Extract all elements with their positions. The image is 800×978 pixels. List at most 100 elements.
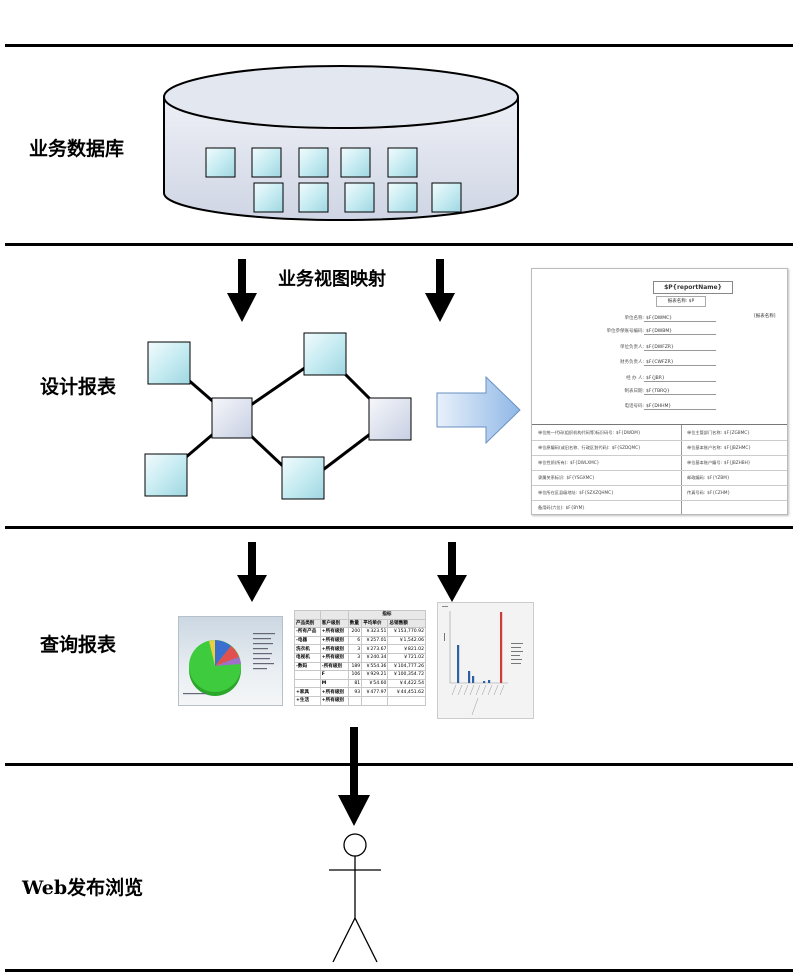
pivot-cell: +所有级别 (320, 688, 348, 697)
pivot-cell: ￥54.60 (362, 679, 388, 688)
pivot-cell: M (320, 679, 348, 688)
grid-cell-left: 单位所在区县级地址:$F{SZXZQHMC} (538, 490, 614, 496)
pivot-cell: +生活 (295, 696, 321, 705)
pivot-cell: +所有级别 (320, 628, 348, 637)
pivot-cell: F (320, 671, 348, 680)
grid-cell-value: $F{YZBM} (707, 475, 729, 480)
grid-row-line (532, 470, 787, 471)
report-form-row: 单位参保账号编码:$F{DWBM} (584, 328, 716, 335)
report-title: $P{reportName} (653, 281, 733, 294)
pivot-cell: 6 (348, 636, 362, 645)
pivot-cell: 200 (348, 628, 362, 637)
grid-cell-right: 单位基本账户名称:$F{JBZHMC} (687, 445, 751, 451)
report-form-row: 制表日期:$F{TBRQ} (584, 388, 716, 395)
pivot-cell: ￥1,542.06 (388, 636, 426, 645)
down-arrow-icon (227, 259, 257, 322)
pivot-cell: ￥240.34 (362, 653, 388, 662)
grid-cell-label: 单位所在区县级地址: (538, 490, 577, 495)
grid-cell-value: $F{JBZHBH} (724, 460, 751, 465)
grid-row-line (532, 440, 787, 441)
grid-cell-value: $F{BYM} (566, 505, 585, 510)
pivot-cell: +所有级别 (320, 636, 348, 645)
grid-cell-value: $F{DWDM} (616, 430, 641, 435)
report-form-row: 经 办 人:$F{JBR} (584, 375, 716, 382)
pivot-header-cell: 总销售额 (388, 619, 426, 628)
grid-cell-value: $F{SZDQMC} (612, 445, 641, 450)
grid-cell-label: 单位统一代码(组织机构代码等)标识码号: (538, 430, 614, 435)
report-field-value: $F{DWBM} (644, 329, 716, 335)
design-network (145, 333, 411, 499)
grid-cell-value: $F{ZGBMC} (724, 430, 750, 435)
report-field-value: $F{TBRQ} (644, 389, 716, 395)
pivot-cell: +所有级别 (320, 645, 348, 654)
report-form-row: 单位名称:$F{DWMC} (584, 315, 716, 322)
pivot-cell (388, 696, 426, 705)
table-row: M81￥54.60￥4,422.54 (295, 679, 426, 688)
report-field-label: 单位名称: (584, 315, 644, 321)
pie-chart-thumbnail (178, 616, 283, 706)
pivot-header-cell: 数量 (348, 619, 362, 628)
pivot-cell: +所有级别 (320, 696, 348, 705)
report-field-label: 制表日期: (584, 388, 644, 394)
grid-cell-label: 单位性质(所有): (538, 460, 568, 465)
right-arrow-icon (437, 377, 520, 443)
pivot-cell: 93 (348, 688, 362, 697)
grid-cell-right: 单位基本账户编号:$F{JBZHBH} (687, 460, 750, 466)
pivot-cell: 3 (348, 645, 362, 654)
grid-cell-left: 单位统一代码(组织机构代码等)标识码号:$F{DWDM} (538, 430, 640, 436)
grid-cell-left: 备用码(六位):$F{BYM} (538, 505, 585, 511)
pivot-header-cell: 产品类别 (295, 619, 321, 628)
pivot-cell: ￥554.36 (362, 662, 388, 671)
pivot-cell: ￥100,354.72 (388, 671, 426, 680)
pivot-cell: ￥104,777.26 (388, 662, 426, 671)
grid-row-line (532, 485, 787, 486)
pivot-top-header: 指标 (348, 611, 425, 620)
down-arrow-icon (437, 542, 467, 602)
report-field-value: $F{CWFZR} (644, 360, 716, 366)
down-arrow-icon (237, 542, 267, 602)
pivot-cell: ￥4,422.54 (388, 679, 426, 688)
report-field-label: 单位负责人: (584, 344, 644, 350)
grid-cell-right: 邮政编码:$F{YZBM} (687, 475, 730, 481)
grid-cell-label: 备用码(六位): (538, 505, 564, 510)
pivot-header-cell: 平均单价 (362, 619, 388, 628)
grid-cell-label: 传真号码: (687, 490, 705, 495)
report-form-row: 电话号码:$F{DHHM} (584, 403, 716, 410)
grid-row-line (532, 500, 787, 501)
report-field-value: $F{DWFZR} (644, 345, 716, 351)
table-row: 洗衣机+所有级别3￥273.67￥821.02 (295, 645, 426, 654)
pivot-cell: 电视机 (295, 653, 321, 662)
pivot-cell: ￥929.21 (362, 671, 388, 680)
pivot-cell: -所有产品 (295, 628, 321, 637)
pivot-cell: ￥153,770.92 (388, 628, 426, 637)
grid-cell-right: 单位主管部门名称:$F{ZGBMC} (687, 430, 750, 436)
database-cylinder-icon (164, 66, 518, 220)
table-row: +生活+所有级别 (295, 696, 426, 705)
pivot-cell: -所有级别 (320, 662, 348, 671)
pivot-cell: 106 (348, 671, 362, 680)
pivot-cell (362, 696, 388, 705)
pivot-cell (295, 679, 321, 688)
grid-cell-left: 单位性质(所有):$F{DWLXMC} (538, 460, 599, 466)
down-arrow-icon (338, 727, 370, 826)
grid-cell-value: $F{CZHM} (707, 490, 730, 495)
pivot-cell: ￥44,451.62 (388, 688, 426, 697)
grid-cell-right: 传真号码:$F{CZHM} (687, 490, 730, 496)
grid-cell-value: $F{DWLXMC} (570, 460, 600, 465)
report-field-label: 财务负责人: (584, 359, 644, 365)
pivot-header-cell: 客户级别 (320, 619, 348, 628)
report-form-row: 财务负责人:$F{CWFZR} (584, 359, 716, 366)
pivot-cell: ￥273.67 (362, 645, 388, 654)
table-row: -电器+所有级别6￥257.01￥1,542.06 (295, 636, 426, 645)
report-field-value: $F{DHHM} (644, 404, 716, 410)
pivot-cell (348, 696, 362, 705)
report-form-row: 单位负责人:$F{DWFZR} (584, 344, 716, 351)
grid-cell-value: $F{YSGXMC} (567, 475, 595, 480)
grid-cell-value: $F{SZXZQHMC} (579, 490, 614, 495)
pivot-cell: ￥323.51 (362, 628, 388, 637)
pivot-cell: ￥257.01 (362, 636, 388, 645)
